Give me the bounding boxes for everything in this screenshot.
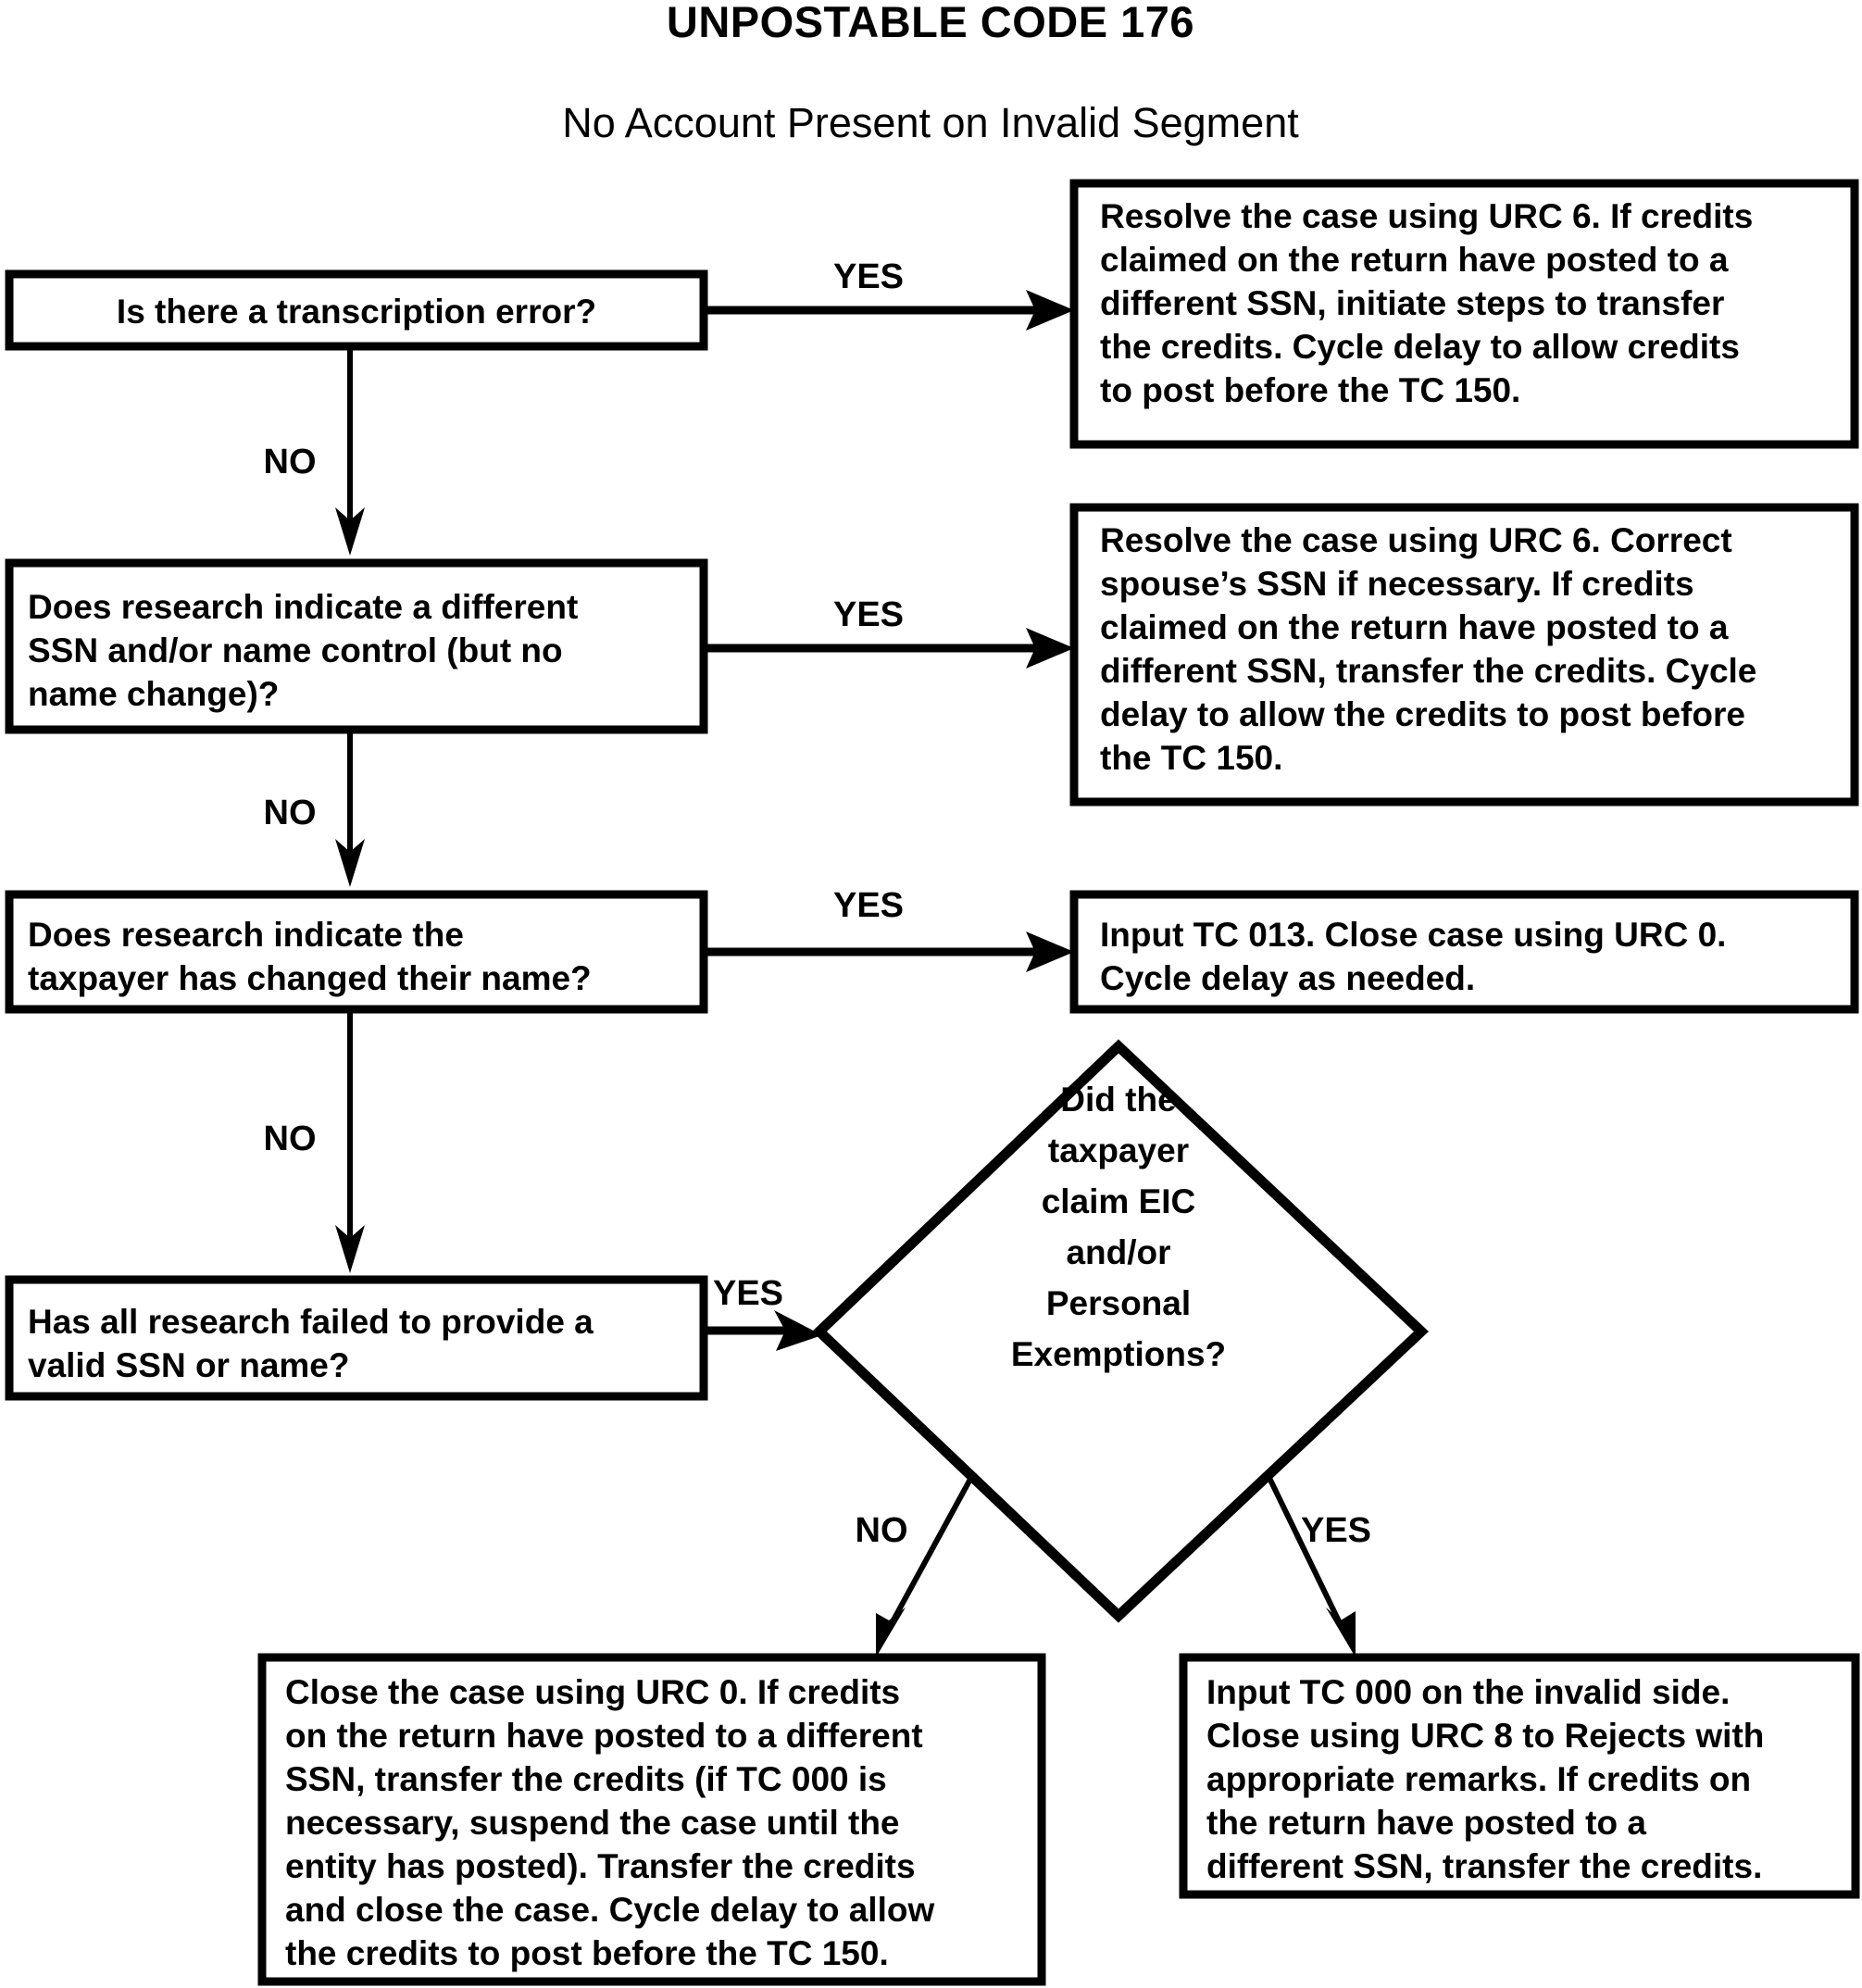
action-1-line-3: different SSN, initiate steps to transfe… <box>1100 284 1724 322</box>
edge-d3-no: NO <box>264 1009 365 1273</box>
action-box-4[interactable]: Close the case using URC 0. If credits o… <box>257 1653 1046 1986</box>
decision-2-line-3: name change)? <box>28 675 279 713</box>
action-1-line-5: to post before the TC 150. <box>1100 371 1520 409</box>
decision-box-4[interactable]: Has all research failed to provide a val… <box>5 1275 708 1401</box>
action-5-line-3: appropriate remarks. If credits on <box>1206 1760 1751 1798</box>
action-box-2[interactable]: Resolve the case using URC 6. Correct sp… <box>1069 503 1859 806</box>
action-box-5[interactable]: Input TC 000 on the invalid side. Close … <box>1179 1653 1860 1899</box>
decision-2-line-1: Does research indicate a different <box>28 588 578 626</box>
page-subtitle: No Account Present on Invalid Segment <box>562 99 1299 146</box>
edge-label-d1-no: NO <box>264 443 317 481</box>
decision-1-label: Is there a transcription error? <box>117 293 596 331</box>
page-title: UNPOSTABLE CODE 176 <box>667 0 1194 46</box>
action-4-line-7: the credits to post before the TC 150. <box>285 1934 889 1972</box>
action-1-line-2: claimed on the return have posted to a <box>1100 241 1729 279</box>
edge-d3-yes: YES <box>704 886 1074 972</box>
diamond-line-2: taxpayer <box>1048 1132 1189 1169</box>
action-2-line-4: different SSN, transfer the credits. Cyc… <box>1100 652 1756 690</box>
action-box-3[interactable]: Input TC 013. Close case using URC 0. Cy… <box>1069 890 1859 1014</box>
action-2-line-5: delay to allow the credits to post befor… <box>1100 695 1745 733</box>
action-1-line-1: Resolve the case using URC 6. If credits <box>1100 197 1753 235</box>
action-5-line-4: the return have posted to a <box>1206 1804 1646 1842</box>
edge-label-d3-no: NO <box>264 1119 317 1158</box>
decision-4-line-2: valid SSN or name? <box>28 1346 350 1384</box>
edge-diamond-no: NO <box>856 1470 977 1657</box>
edge-diamond-yes: YES <box>1264 1470 1371 1657</box>
diamond-line-3: claim EIC <box>1042 1182 1196 1220</box>
edge-d2-no: NO <box>264 730 365 887</box>
edge-label-diamond-no: NO <box>856 1511 908 1550</box>
action-4-line-6: and close the case. Cycle delay to allow <box>285 1891 934 1929</box>
action-5-line-1: Input TC 000 on the invalid side. <box>1206 1673 1730 1711</box>
action-5-line-5: different SSN, transfer the credits. <box>1206 1847 1762 1885</box>
diamond-line-6: Exemptions? <box>1011 1335 1226 1373</box>
decision-4-line-1: Has all research failed to provide a <box>28 1303 594 1341</box>
action-2-line-1: Resolve the case using URC 6. Correct <box>1100 521 1732 559</box>
decision-3-line-2: taxpayer has changed their name? <box>28 959 592 997</box>
action-4-line-5: entity has posted). Transfer the credits <box>285 1847 916 1885</box>
edge-d4-yes: YES <box>704 1274 822 1351</box>
decision-3-line-1: Does research indicate the <box>28 916 464 954</box>
action-4-line-3: SSN, transfer the credits (if TC 000 is <box>285 1760 887 1798</box>
diamond-line-4: and/or <box>1066 1233 1170 1271</box>
edge-d2-yes: YES <box>704 595 1074 669</box>
decision-2-line-2: SSN and/or name control (but no <box>28 631 563 669</box>
action-4-line-4: necessary, suspend the case until the <box>285 1804 900 1842</box>
action-4-line-1: Close the case using URC 0. If credits <box>285 1673 900 1711</box>
edge-label-diamond-yes: YES <box>1301 1511 1371 1550</box>
action-2-line-6: the TC 150. <box>1100 739 1282 777</box>
edge-label-d1-yes: YES <box>833 257 904 296</box>
action-2-line-2: spouse’s SSN if necessary. If credits <box>1100 565 1694 603</box>
action-5-line-2: Close using URC 8 to Rejects with <box>1206 1717 1764 1755</box>
action-4-line-2: on the return have posted to a different <box>285 1717 923 1755</box>
action-box-1[interactable]: Resolve the case using URC 6. If credits… <box>1069 179 1859 449</box>
edge-d1-no: NO <box>264 346 365 556</box>
decision-diamond[interactable]: Did the taxpayer claim EIC and/or Person… <box>812 1039 1430 1623</box>
decision-box-1[interactable]: Is there a transcription error? <box>5 269 708 351</box>
action-3-line-1: Input TC 013. Close case using URC 0. <box>1100 916 1726 954</box>
edge-d1-yes: YES <box>704 257 1074 331</box>
action-1-line-4: the credits. Cycle delay to allow credit… <box>1100 328 1740 366</box>
decision-box-3[interactable]: Does research indicate the taxpayer has … <box>5 890 708 1014</box>
edge-label-d3-yes: YES <box>833 886 904 925</box>
decision-box-2[interactable]: Does research indicate a different SSN a… <box>5 558 708 734</box>
action-3-line-2: Cycle delay as needed. <box>1100 959 1475 997</box>
edge-label-d4-yes: YES <box>713 1274 783 1313</box>
edge-label-d2-yes: YES <box>833 595 904 634</box>
action-2-line-3: claimed on the return have posted to a <box>1100 608 1729 646</box>
diamond-line-5: Personal <box>1046 1284 1191 1322</box>
diamond-line-1: Did the <box>1060 1081 1176 1119</box>
edge-label-d2-no: NO <box>264 794 317 832</box>
